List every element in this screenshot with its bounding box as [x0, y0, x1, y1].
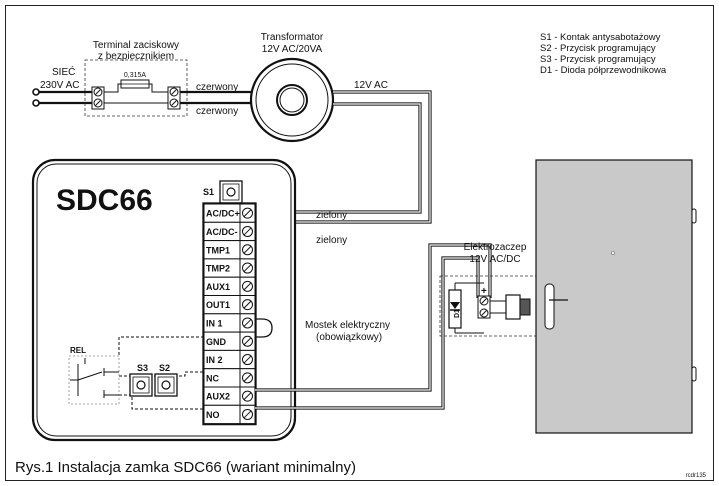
terminal-aux2: AUX2 [203, 386, 256, 406]
terminal-label: AUX1 [206, 282, 230, 292]
door [535, 159, 693, 434]
strike-body [505, 294, 521, 320]
legend-item: S3 - Przycisk programujący [540, 54, 656, 65]
s1-label: S1 [203, 187, 214, 197]
diode-label: D1 [454, 309, 461, 318]
diagram-frame [5, 5, 714, 481]
terminal-ac-dc-: AC/DC- [203, 221, 256, 242]
legend-item: S2 - Przycisk programujący [540, 43, 656, 54]
terminal-label: IN 1 [206, 318, 223, 328]
terminal-label: Terminal zaciskowy [93, 40, 179, 51]
terminal-label: TMP2 [206, 264, 230, 274]
relay-label: REL [70, 346, 86, 355]
red-wire-label-bottom: czerwony [196, 106, 238, 117]
terminal-tmp2: TMP2 [203, 258, 256, 278]
s3-label: S3 [137, 363, 148, 373]
terminal-no: NO [203, 404, 256, 425]
door-hinge-bottom [691, 366, 697, 382]
strike-plus-label: + [481, 286, 487, 297]
drawing-code: rcdr135 [686, 473, 707, 479]
terminal-label: IN 2 [206, 355, 223, 365]
terminal-ac-dc-: AC/DC+ [203, 203, 256, 223]
terminal-gnd: GND [203, 331, 256, 351]
bridge-label: Mostek elektryczny [305, 320, 390, 331]
mains-label: SIEĆ [52, 65, 75, 78]
terminal-in-2: IN 2 [203, 349, 256, 370]
terminal-screws-left [91, 86, 105, 110]
figure-caption: Rys.1 Instalacja zamka SDC66 (wariant mi… [15, 459, 356, 476]
transformer-label: Transformator [261, 32, 324, 43]
terminal-tmp1: TMP1 [203, 240, 256, 260]
secondary-voltage-label: 12V AC [354, 80, 388, 91]
terminal-aux1: AUX1 [203, 276, 256, 297]
fused-terminal-block [84, 59, 188, 117]
terminal-label: AUX2 [206, 392, 230, 402]
jumper-in1-gnd [255, 318, 273, 338]
green-wire-label-top: zielony [316, 210, 347, 221]
door-handle-plate [544, 283, 555, 330]
terminal-label: AC/DC- [206, 227, 238, 237]
bridge-note: (obowiązkowy) [316, 332, 382, 343]
s2-label: S2 [159, 363, 170, 373]
terminal-sublabel: z bezpiecznikiem [98, 51, 174, 62]
strike-rating: 12V AC/DC [469, 254, 520, 265]
terminal-label: OUT1 [206, 300, 230, 310]
mains-voltage-label: 230V AC [40, 80, 79, 91]
mains-terminal-bottom [32, 99, 40, 107]
mains-terminal-top [32, 88, 40, 96]
transformer-rating: 12V AC/20VA [262, 44, 323, 55]
device-name: SDC66 [56, 184, 153, 217]
legend-item: D1 - Dioda półprzewodnikowa [540, 65, 667, 76]
terminal-nc: NC [203, 368, 256, 388]
terminal-out1: OUT1 [203, 295, 256, 315]
terminal-screws-right [167, 86, 181, 110]
legend-item: S1 - Kontak antysabotażowy [540, 32, 661, 43]
terminal-label: TMP1 [206, 245, 230, 255]
terminal-in-1: IN 1 [203, 313, 256, 333]
green-wire-label-bottom: zielony [316, 235, 347, 246]
red-wire-label-top: czerwony [196, 82, 238, 93]
door-hinge-top [691, 208, 697, 224]
terminal-label: NO [206, 410, 220, 420]
fuse-rating: 0,315A [124, 72, 147, 79]
terminal-label: GND [206, 337, 227, 347]
terminal-label: AC/DC+ [206, 209, 240, 219]
strike-label: Elektrozaczep [464, 242, 527, 253]
terminal-label: NC [206, 373, 219, 383]
